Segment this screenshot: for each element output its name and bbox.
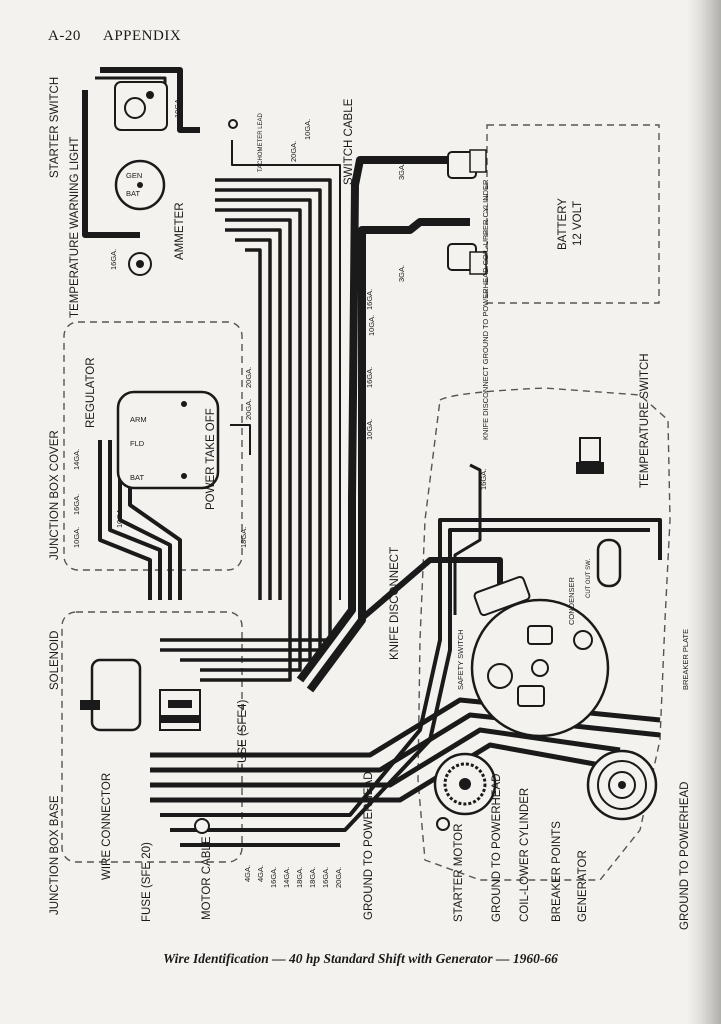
battery-outline <box>486 124 660 304</box>
junction-box-base-outline <box>61 611 243 863</box>
wiring-harness <box>82 67 662 847</box>
coil-lower-cylinder-label: COIL-LOWER CYLINDER <box>519 788 531 922</box>
cable-gauge-label: 14GA. <box>282 867 291 888</box>
junction-box-cover-outline <box>63 321 243 571</box>
page-gutter-shadow <box>687 0 721 1024</box>
junction-box-cover-label: JUNCTION BOX COVER <box>49 430 61 560</box>
figure-caption: Wire Identification — 40 hp Standard Shi… <box>163 951 558 966</box>
ground-to-powerhead-bottom-label: GROUND TO POWERHEAD <box>491 774 503 922</box>
gauge-label: 10GA. <box>365 419 374 440</box>
temperature-warning-light-label: TEMPERATURE WARNING LIGHT <box>69 137 81 318</box>
page-number: A-20 <box>48 28 81 44</box>
condenser <box>596 538 622 588</box>
junction-box-base-label: JUNCTION BOX BASE <box>49 795 61 915</box>
gauge-label: 20GA. <box>244 367 253 388</box>
fuse-sfe4-label: FUSE (SFE4) <box>237 700 249 770</box>
solenoid <box>80 658 142 732</box>
battery-label: BATTERY <box>557 198 569 250</box>
battery-volts-label: 12 VOLT <box>572 201 584 246</box>
gauge-label: 10GA. <box>367 315 376 336</box>
condenser-label: CONDENSER <box>567 576 576 625</box>
cable-gauge-label: 4GA. <box>243 865 252 882</box>
reg-bat-terminal-label: BAT <box>130 473 144 482</box>
ground-lugs <box>194 119 450 834</box>
temperature-switch <box>576 437 604 474</box>
cable-gauge-label: 18GA. <box>308 867 317 888</box>
starter-switch-label: STARTER SWITCH <box>49 77 61 178</box>
solenoid-label: SOLENOID <box>49 631 61 690</box>
generator-label: GENERATOR <box>577 850 589 922</box>
gauge-label: 10GA. <box>72 527 81 548</box>
motor-cable-label: MOTOR CABLE <box>201 836 213 920</box>
fuse-block <box>159 689 201 731</box>
page-title: APPENDIX <box>103 28 182 44</box>
starter-motor <box>433 752 497 816</box>
starter-switch <box>114 81 168 131</box>
cable-gauge-label: 18GA. <box>295 867 304 888</box>
fld-terminal-label: FLD <box>130 439 145 448</box>
breaker-points-label: BREAKER POINTS <box>551 821 563 922</box>
gauge-label: 16GA. <box>72 494 81 515</box>
gauge-label: 20GA. <box>244 399 253 420</box>
gauge-label: 18GA. <box>239 527 248 548</box>
ammeter-label: AMMETER <box>174 203 186 261</box>
regulator-label: REGULATOR <box>85 357 97 428</box>
bat-terminal-label: BAT <box>126 189 140 198</box>
knife-ground-coil-label: KNIFE DISCONNECT GROUND TO POWERHEAD COI… <box>481 179 490 440</box>
gauge-label: 10GA. <box>303 119 312 140</box>
cable-gauge-label: 4GA. <box>256 865 265 882</box>
cable-gauge-label: 20GA. <box>334 867 343 888</box>
gauge-label: 20GA. <box>289 141 298 162</box>
ground-to-powerhead-left-label: GROUND TO POWERHEAD <box>363 772 375 920</box>
tachometer-lead-label: TACHOMETER LEAD <box>258 112 264 172</box>
safety-switch-label: SAFETY SWITCH <box>456 629 465 690</box>
component-outlines <box>61 124 671 881</box>
gauge-label: 3GA. <box>397 265 406 282</box>
ground-to-powerhead-right-label: GROUND TO POWERHEAD <box>679 782 691 930</box>
gauge-label: 16GA. <box>365 367 374 388</box>
gen-terminal-label: GEN <box>126 171 142 180</box>
powerhead-outline <box>417 387 671 881</box>
generator <box>586 749 658 821</box>
power-take-off-label: POWER TAKE OFF <box>205 408 217 510</box>
gauge-label: 10GA. <box>173 97 182 118</box>
temperature-warning-light <box>128 252 152 276</box>
regulator <box>116 390 220 490</box>
gauge-label: 16GA. <box>479 469 488 490</box>
starter-motor-label: STARTER MOTOR <box>453 824 465 922</box>
switch-cable-label: SWITCH CABLE <box>343 98 355 185</box>
fuse-sfe20-label: FUSE (SFE 20) <box>141 842 153 922</box>
gauge-label: 10GA. <box>115 507 124 528</box>
breaker-plate <box>470 598 610 738</box>
cut-out-sw-label: CUT OUT SW. <box>586 559 592 598</box>
ammeter <box>114 159 166 211</box>
cable-gauge-label: 16GA. <box>269 867 278 888</box>
gauge-label: 16GA. <box>109 249 118 270</box>
gauge-label: 14GA. <box>72 449 81 470</box>
arm-terminal-label: ARM <box>130 415 147 424</box>
wire-connector-label: WIRE CONNECTOR <box>101 773 113 880</box>
cable-gauge-label: 16GA. <box>321 867 330 888</box>
breaker-plate-label: BREAKER PLATE <box>681 629 690 690</box>
labels: STARTER SWITCH TEMPERATURE WARNING LIGHT… <box>49 77 691 930</box>
temperature-switch-label: TEMPERATURE SWITCH <box>639 353 651 488</box>
knife-disconnect-label: KNIFE DISCONNECT <box>389 547 401 660</box>
coil-upper <box>473 575 531 617</box>
gauge-label: 16GA. <box>365 289 374 310</box>
gauge-label: 3GA. <box>397 163 406 180</box>
battery-terminals <box>447 149 487 275</box>
